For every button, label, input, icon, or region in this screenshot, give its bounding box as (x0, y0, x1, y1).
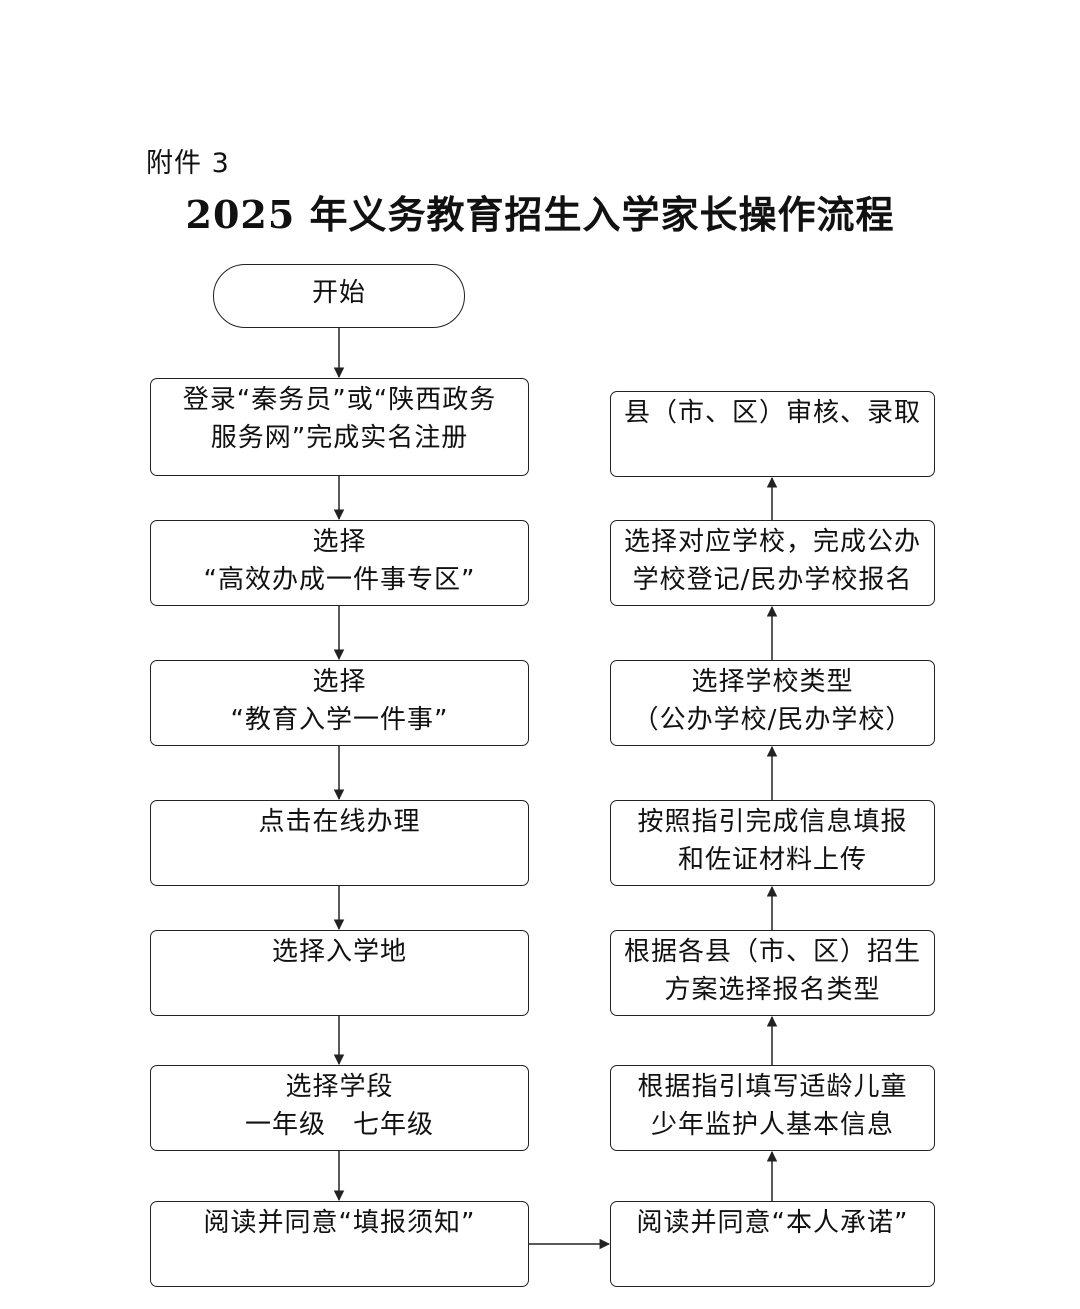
step-text-line: （公办学校/民办学校） (632, 705, 913, 735)
step-text-line: 选择 (312, 667, 367, 697)
step-text-line: 点击在线办理 (258, 807, 421, 837)
step-text-line: 选择学校类型 (691, 667, 854, 697)
step-select-school-type: 选择学校类型 （公办学校/民办学校） (610, 660, 935, 746)
step-text-line: “高效办成一件事专区” (203, 565, 476, 595)
step-text-line: 服务网”完成实名注册 (210, 423, 469, 453)
step-select-enrollment-location: 选择入学地 (150, 930, 529, 1016)
step-select-education-enrollment: 选择 “教育入学一件事” (150, 660, 529, 746)
step-select-registration-type: 根据各县（市、区）招生 方案选择报名类型 (610, 930, 935, 1016)
attachment-label: 附件 3 (146, 148, 230, 179)
step-read-agree-filling-notice: 阅读并同意“填报须知” (150, 1201, 529, 1287)
step-text-line: 学校登记/民办学校报名 (632, 565, 913, 595)
step-text-line: “教育入学一件事” (230, 705, 449, 735)
step-select-school-stage: 选择学段 一年级 七年级 (150, 1065, 529, 1151)
step-text-line: 方案选择报名类型 (664, 975, 881, 1005)
step-county-review-admission: 县（市、区）审核、录取 (610, 391, 935, 477)
step-text-line: 少年监护人基本信息 (650, 1110, 894, 1140)
step-text-line: 选择 (312, 527, 367, 557)
step-text-line: 根据各县（市、区）招生 (623, 937, 921, 967)
step-click-online-processing: 点击在线办理 (150, 800, 529, 886)
step-text-line: 选择学段 (285, 1072, 394, 1102)
step-text-line: 阅读并同意“填报须知” (203, 1208, 476, 1238)
step-fill-info-upload-materials: 按照指引完成信息填报 和佐证材料上传 (610, 800, 935, 886)
step-text-line: 按照指引完成信息填报 (637, 807, 908, 837)
step-text-line: 和佐证材料上传 (677, 845, 867, 875)
step-text-line: 县（市、区）审核、录取 (623, 398, 921, 428)
step-text-line: 登录“秦务员”或“陕西政务 (182, 385, 497, 415)
step-fill-guardian-info: 根据指引填写适龄儿童 少年监护人基本信息 (610, 1065, 935, 1151)
step-select-efficient-zone: 选择 “高效办成一件事专区” (150, 520, 529, 606)
step-login-register: 登录“秦务员”或“陕西政务 服务网”完成实名注册 (150, 378, 529, 476)
step-text-line: 选择入学地 (271, 937, 407, 967)
step-text-line: 根据指引填写适龄儿童 (637, 1072, 908, 1102)
page-title: 2025 年义务教育招生入学家长操作流程 (185, 192, 895, 237)
step-text-line: 一年级 七年级 (244, 1110, 434, 1140)
flow-start-node: 开始 (213, 264, 465, 328)
step-text-line: 选择对应学校，完成公办 (623, 527, 921, 557)
step-read-agree-personal-commitment: 阅读并同意“本人承诺” (610, 1201, 935, 1287)
step-select-school-register: 选择对应学校，完成公办 学校登记/民办学校报名 (610, 520, 935, 606)
step-text-line: 阅读并同意“本人承诺” (636, 1208, 909, 1238)
